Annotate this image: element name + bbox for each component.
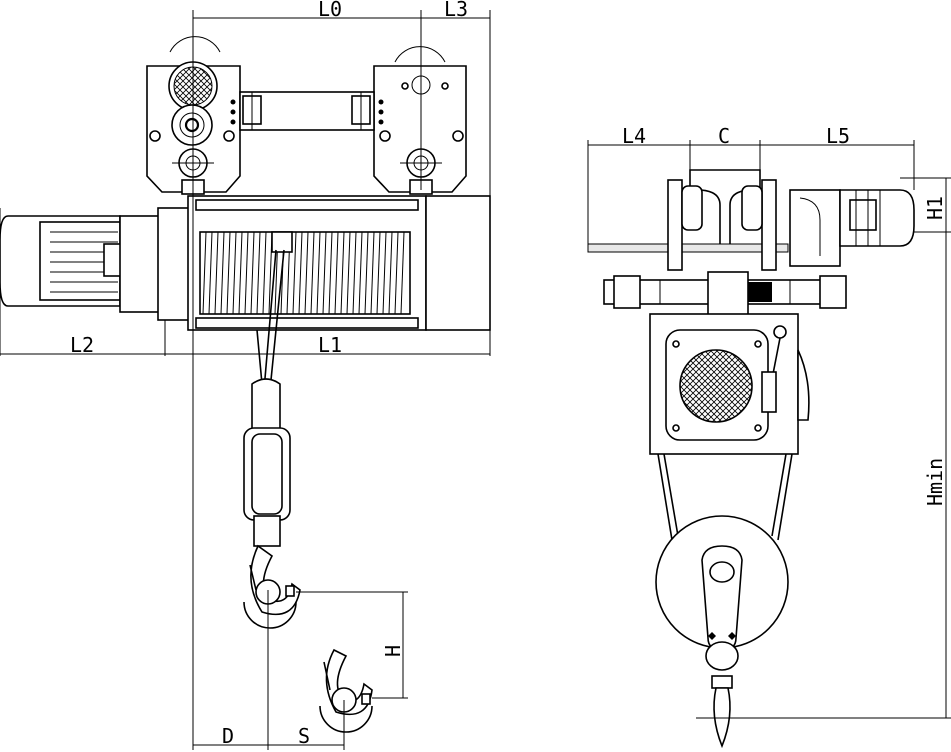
drum-rope-turn (298, 231, 303, 315)
side-hook-block (655, 515, 789, 749)
side-view: L4 C L5 H1 Hmin (587, 124, 951, 749)
side-ropes (657, 453, 793, 541)
drum-rope-turn (304, 231, 309, 315)
hoist-body (649, 271, 810, 455)
rope-guide (271, 231, 293, 253)
trolley-crossbeam (230, 91, 384, 131)
side-dimensions (587, 140, 951, 719)
drum-rope-turn (364, 231, 369, 315)
drum-rope-turn (358, 231, 363, 315)
drum-rope-turn (238, 231, 243, 315)
trolley-right-carriage (373, 46, 467, 195)
drum-rope-turn (202, 231, 207, 315)
dim-L0: L0 (318, 0, 342, 21)
travel-motor (789, 189, 915, 267)
front-dimensions (0, 10, 491, 750)
drum-rope-turn (208, 231, 213, 315)
drum-rope-turn (346, 231, 351, 315)
drum-rope-turn (244, 231, 249, 315)
drum-rope-turn (340, 231, 345, 315)
drum-rope-turn (214, 231, 219, 315)
rope-drum (199, 231, 411, 315)
dim-H1: H1 (923, 196, 947, 220)
drum-rope-turn (292, 231, 297, 315)
dim-L3: L3 (444, 0, 468, 21)
drum-rope-turn (220, 231, 225, 315)
dim-Hmin: Hmin (923, 458, 947, 506)
trolley-left-carriage (146, 36, 241, 195)
dim-D: D (222, 724, 234, 748)
drum-rope-turn (352, 231, 357, 315)
drum-rope-turn (262, 231, 267, 315)
drum-rope-turn (376, 231, 381, 315)
drum-rope-turn (400, 231, 405, 315)
dim-L4: L4 (622, 124, 646, 148)
drum-rope-turn (328, 231, 333, 315)
drum-rope-turn (232, 231, 237, 315)
drum-rope-turn (394, 231, 399, 315)
drum-rope-turn (370, 231, 375, 315)
dim-L1: L1 (318, 333, 342, 357)
hoist-motor (0, 207, 191, 321)
drum-rope-turn (322, 231, 327, 315)
dim-H: H (381, 645, 405, 657)
dim-C: C (718, 124, 730, 148)
hook-block (243, 378, 301, 629)
drum-rope-turn (250, 231, 255, 315)
hoist-rope (256, 249, 285, 391)
drum-rope-turn (310, 231, 315, 315)
dim-S: S (298, 724, 310, 748)
drum-rope-turn (226, 231, 231, 315)
trolley-side (667, 179, 777, 271)
drum-rope-turn (388, 231, 393, 315)
drum-rope-turn (382, 231, 387, 315)
drum-rope-turn (256, 231, 261, 315)
drum-rope-turn (334, 231, 339, 315)
drum-rope-turn (316, 231, 321, 315)
dim-L5: L5 (826, 124, 850, 148)
hook-lowered (319, 648, 373, 733)
dim-L2: L2 (70, 333, 94, 357)
front-view: L0 L3 L2 L1 D S H (0, 0, 491, 750)
